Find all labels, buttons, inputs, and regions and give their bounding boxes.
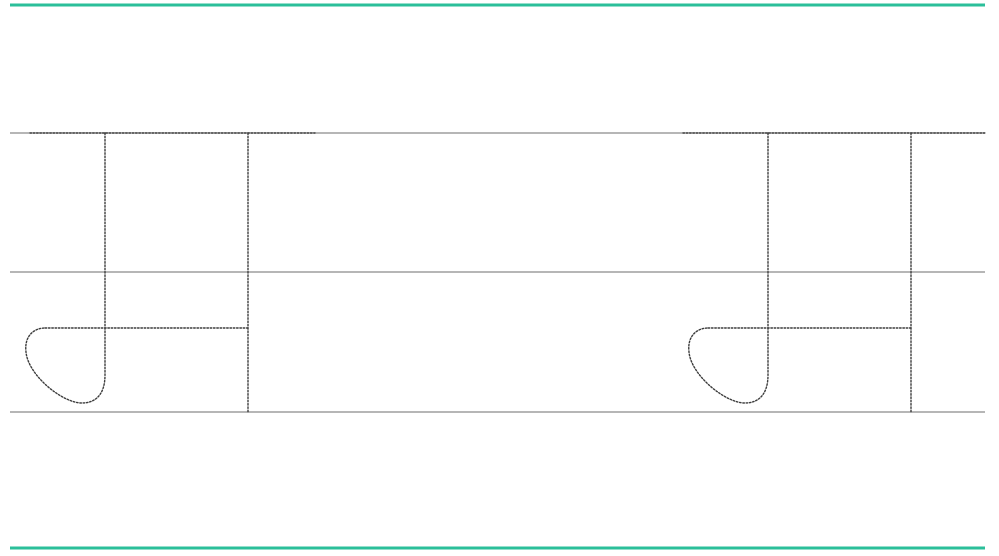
glyph-right-hooked-stem xyxy=(688,132,769,404)
tracing-glyph-right xyxy=(682,132,986,413)
tracing-glyph-left xyxy=(25,132,316,413)
glyph-left-hooked-stem xyxy=(25,132,106,404)
